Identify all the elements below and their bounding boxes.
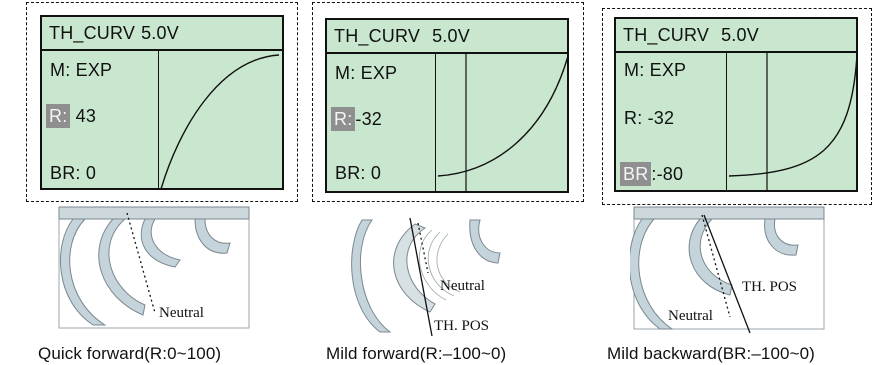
throttle-curve bbox=[160, 54, 280, 188]
br-value: 0 bbox=[85, 163, 97, 183]
throttle-position-label: TH. POS bbox=[742, 279, 797, 295]
br-value: 0 bbox=[370, 163, 382, 183]
rate-line: R: -32 bbox=[624, 107, 674, 129]
rate-line: R: 43 bbox=[46, 104, 97, 128]
mode-value: EXP bbox=[360, 63, 398, 83]
rate-label: R: bbox=[46, 104, 71, 128]
mode-label: M: bbox=[624, 60, 645, 80]
mode-value: EXP bbox=[75, 60, 113, 80]
mode-label: M: bbox=[50, 60, 71, 80]
throttle-position-label: TH. POS bbox=[434, 318, 489, 334]
lcd-title-label: TH_CURV bbox=[49, 23, 136, 43]
lcd-title: TH_CURV 5.0V bbox=[327, 20, 567, 54]
mode-line: M: EXP bbox=[50, 59, 112, 81]
panel-mild-forward: TH_CURV 5.0V M: EXP R:-32 BR: 0 Neutral bbox=[290, 0, 584, 365]
br-label: BR: bbox=[50, 163, 81, 183]
curve-graph bbox=[726, 51, 856, 190]
throttle-position-line bbox=[409, 217, 433, 337]
panel-mild-backward: TH_CURV 5.0V M: EXP R: -32 BR:-80 TH. POS… bbox=[585, 0, 872, 365]
lcd-frame bbox=[312, 2, 584, 202]
neutral-label: Neutral bbox=[440, 278, 485, 294]
trigger-illustration: Neutral bbox=[58, 206, 250, 329]
lcd-title: TH_CURV 5.0V bbox=[616, 19, 856, 53]
br-value: :-80 bbox=[651, 164, 684, 184]
lcd-title-voltage: 5.0V bbox=[141, 23, 179, 43]
neutral-label: Neutral bbox=[668, 308, 713, 324]
br-line: BR: 0 bbox=[335, 162, 381, 184]
neutral-line bbox=[417, 222, 429, 274]
rate-value: 43 bbox=[75, 106, 97, 126]
rate-value: -32 bbox=[355, 109, 383, 129]
lcd-screen: TH_CURV 5.0V M: EXP R: -32 BR:-80 bbox=[614, 17, 858, 192]
neutral-line bbox=[126, 212, 156, 314]
caption: Mild forward(R:–100~0) bbox=[326, 344, 507, 363]
br-line: BR:-80 bbox=[620, 162, 684, 186]
throttle-curve bbox=[437, 56, 567, 177]
rate-line: R:-32 bbox=[331, 107, 383, 131]
lcd-title-voltage: 5.0V bbox=[721, 25, 759, 45]
rate-label: R: bbox=[624, 108, 643, 128]
lcd-title-label: TH_CURV bbox=[623, 25, 710, 45]
lcd-frame bbox=[26, 2, 298, 202]
lcd-title-voltage: 5.0V bbox=[432, 26, 470, 46]
br-label: BR: bbox=[335, 163, 366, 183]
lcd-screen: TH_CURV 5.0V M: EXP R:-32 BR: 0 bbox=[325, 18, 569, 193]
trigger-illustration: Neutral TH. POS bbox=[351, 212, 544, 337]
mode-line: M: EXP bbox=[624, 59, 686, 81]
br-label: BR bbox=[620, 162, 652, 186]
mode-line: M: EXP bbox=[335, 62, 397, 84]
mode-label: M: bbox=[335, 63, 356, 83]
throttle-position-line bbox=[703, 214, 751, 334]
caption: Quick forward(R:0~100) bbox=[38, 344, 222, 363]
curve-graph bbox=[158, 49, 282, 188]
trigger-illustration: TH. POS Neutral bbox=[630, 206, 825, 334]
neutral-label: Neutral bbox=[159, 305, 204, 321]
br-line: BR: 0 bbox=[50, 162, 96, 184]
caption: Mild backward(BR:–100~0) bbox=[607, 344, 815, 363]
mode-value: EXP bbox=[649, 60, 687, 80]
curve-graph bbox=[435, 52, 567, 191]
throttle-curve bbox=[728, 58, 856, 177]
rate-label: R: bbox=[331, 107, 356, 131]
rate-value: -32 bbox=[647, 108, 675, 128]
lcd-title-label: TH_CURV bbox=[334, 26, 421, 46]
